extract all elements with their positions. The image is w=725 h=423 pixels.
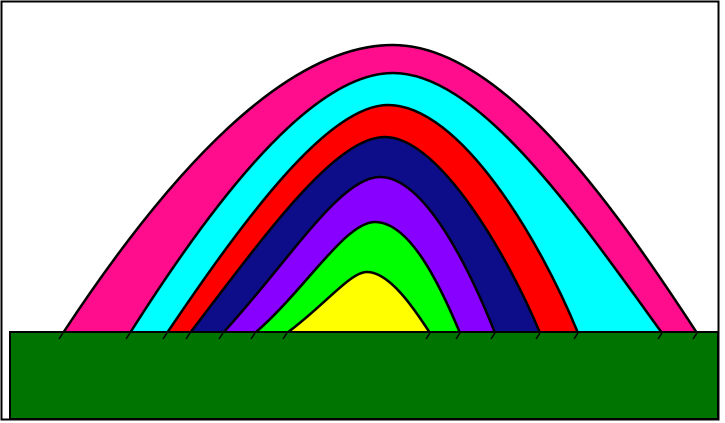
ground-block [10,332,718,419]
